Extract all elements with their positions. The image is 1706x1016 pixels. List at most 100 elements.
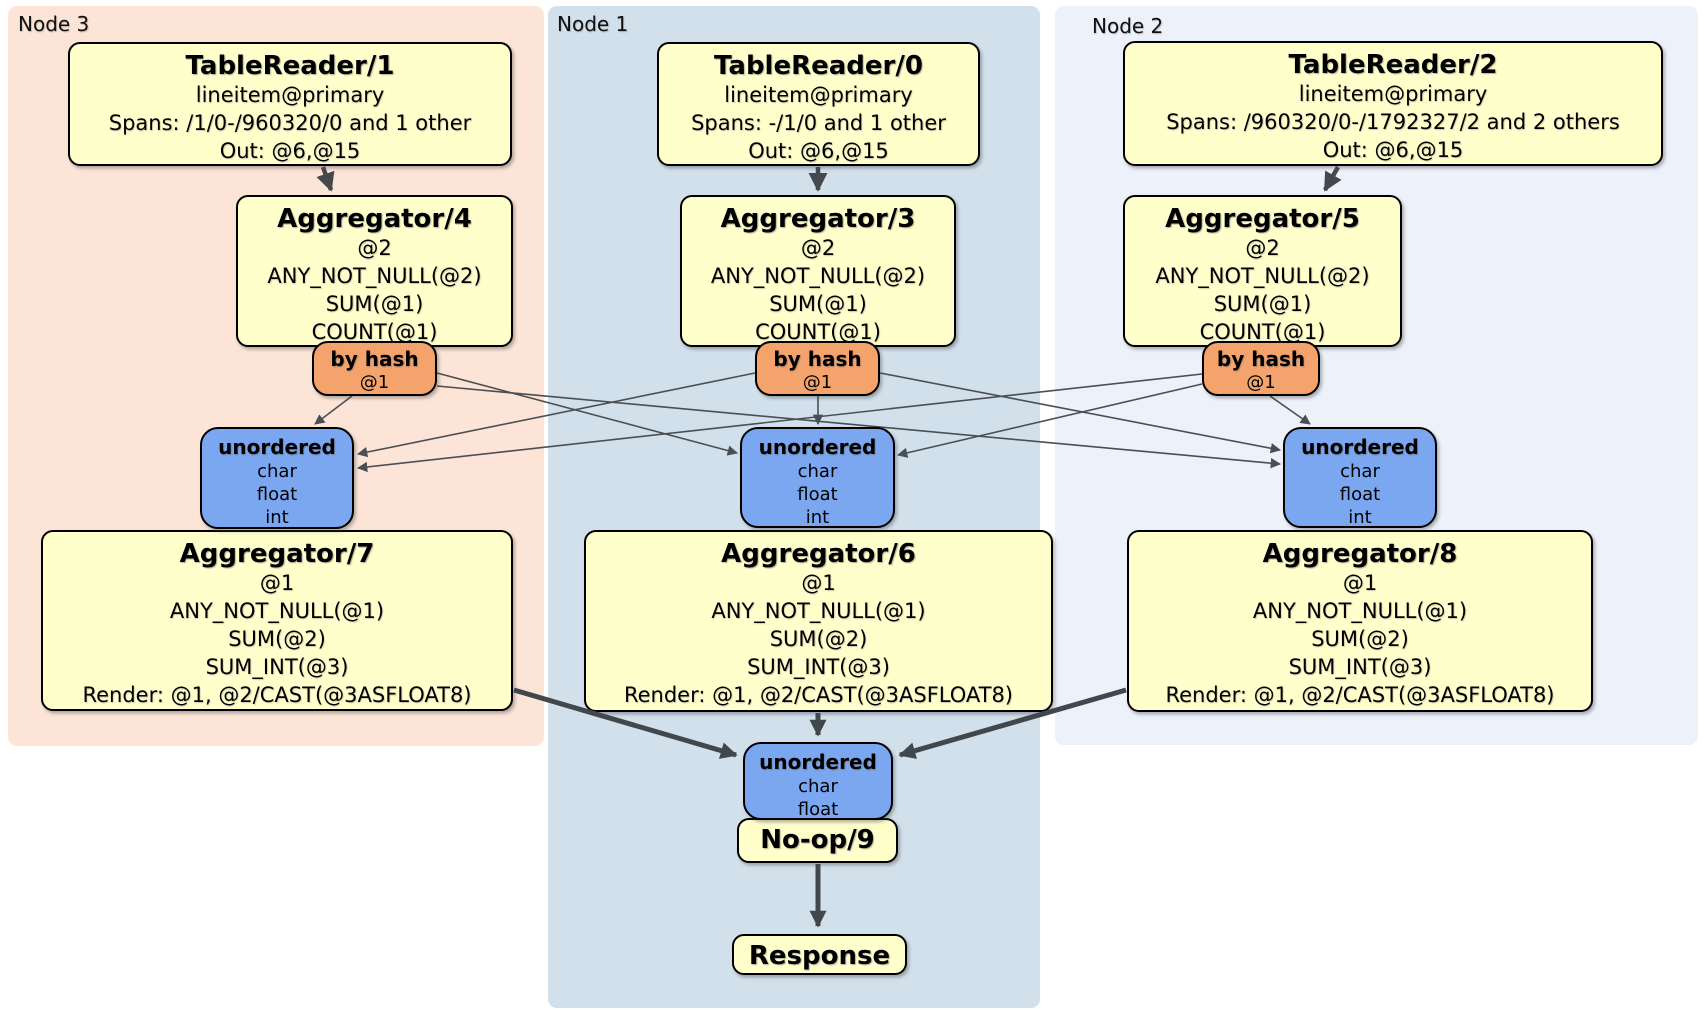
agg-func: COUNT(@1) bbox=[1199, 320, 1326, 344]
stream-title: unordered bbox=[218, 435, 336, 459]
agg-render: Render: @1, @2/CAST(@3ASFLOAT8) bbox=[623, 683, 1014, 707]
agg-func: ANY_NOT_NULL(@1) bbox=[711, 599, 926, 623]
processor-title: Aggregator/5 bbox=[1165, 204, 1360, 234]
stream-type: char bbox=[797, 461, 838, 482]
agg-func: SUM(@1) bbox=[1213, 292, 1312, 316]
stream-type: float bbox=[1339, 484, 1381, 505]
processor-title: Aggregator/8 bbox=[1262, 539, 1458, 569]
agg-group-cols: @1 bbox=[259, 571, 295, 595]
agg-func: ANY_NOT_NULL(@2) bbox=[267, 264, 482, 288]
processor-title: Response bbox=[748, 941, 891, 971]
processor-aggregator-7: Aggregator/7 @1 ANY_NOT_NULL(@1) SUM(@2)… bbox=[41, 530, 513, 711]
stream-type: char bbox=[798, 776, 838, 797]
processor-out: Out: @6,@15 bbox=[1322, 138, 1464, 162]
agg-func: ANY_NOT_NULL(@2) bbox=[710, 264, 926, 288]
stream-title: unordered bbox=[1301, 435, 1419, 459]
edge-r3-u2 bbox=[436, 385, 1282, 469]
processor-title: TableReader/2 bbox=[1288, 50, 1498, 80]
processor-aggregator-8: Aggregator/8 @1 ANY_NOT_NULL(@1) SUM(@2)… bbox=[1127, 530, 1593, 712]
edge-r3-u1 bbox=[436, 372, 739, 456]
edge-r2-u3 bbox=[356, 373, 1203, 473]
edge-tr1-agg4 bbox=[316, 166, 335, 192]
stream-unordered-node3: unordered char float int bbox=[200, 427, 354, 529]
stream-type: float bbox=[256, 484, 298, 505]
edge-agg7-u4 bbox=[513, 687, 738, 759]
router-key: @1 bbox=[802, 372, 833, 393]
stream-unordered-node1: unordered char float int bbox=[740, 427, 895, 528]
edge-r2-u2 bbox=[1269, 395, 1311, 425]
agg-func: SUM_INT(@3) bbox=[205, 655, 349, 679]
router-by-hash-node1: by hash @1 bbox=[755, 341, 880, 396]
agg-render: Render: @1, @2/CAST(@3ASFLOAT8) bbox=[1165, 683, 1555, 707]
router-by-hash-node2: by hash @1 bbox=[1202, 341, 1320, 396]
processor-spans: Spans: /1/0-/960320/0 and 1 other bbox=[108, 111, 472, 135]
agg-func: ANY_NOT_NULL(@1) bbox=[1252, 599, 1468, 623]
edge-r1-u3 bbox=[356, 372, 756, 458]
processor-title: Aggregator/6 bbox=[721, 539, 916, 569]
stream-type: char bbox=[1340, 461, 1380, 482]
processor-index: lineitem@primary bbox=[1298, 82, 1488, 106]
processor-noop-9: No-op/9 bbox=[737, 818, 898, 863]
processor-title: TableReader/0 bbox=[714, 51, 923, 81]
agg-group-cols: @2 bbox=[1245, 236, 1280, 260]
processor-tablereader-2: TableReader/2 lineitem@primary Spans: /9… bbox=[1123, 41, 1663, 166]
processor-aggregator-5: Aggregator/5 @2 ANY_NOT_NULL(@2) SUM(@1)… bbox=[1123, 195, 1402, 347]
stream-type: int bbox=[1348, 507, 1372, 528]
edge-r2-u1 bbox=[896, 383, 1203, 458]
agg-func: SUM(@2) bbox=[769, 627, 868, 651]
agg-func: SUM(@2) bbox=[1311, 627, 1409, 651]
stream-title: unordered bbox=[758, 435, 877, 459]
agg-func: SUM_INT(@3) bbox=[747, 655, 890, 679]
edge-r3-u3 bbox=[314, 395, 353, 425]
processor-spans: Spans: /960320/0-/1792327/2 and 2 others bbox=[1166, 110, 1620, 134]
agg-func: ANY_NOT_NULL(@1) bbox=[169, 599, 385, 623]
processor-aggregator-4: Aggregator/4 @2 ANY_NOT_NULL(@2) SUM(@1)… bbox=[236, 195, 513, 347]
edge-tr2-agg5 bbox=[1323, 165, 1342, 192]
processor-out: Out: @6,@15 bbox=[748, 139, 889, 163]
stream-type: int bbox=[805, 507, 830, 528]
processor-aggregator-3: Aggregator/3 @2 ANY_NOT_NULL(@2) SUM(@1)… bbox=[680, 195, 956, 347]
agg-func: SUM(@2) bbox=[228, 627, 326, 651]
stream-type: char bbox=[257, 461, 297, 482]
processor-aggregator-6: Aggregator/6 @1 ANY_NOT_NULL(@1) SUM(@2)… bbox=[584, 530, 1053, 712]
processor-out: Out: @6,@15 bbox=[219, 139, 361, 163]
agg-func: ANY_NOT_NULL(@2) bbox=[1155, 264, 1370, 288]
stream-title: unordered bbox=[759, 750, 877, 774]
node3-label: Node 3 bbox=[18, 12, 90, 36]
edge-r1-u2 bbox=[879, 372, 1282, 454]
router-title: by hash bbox=[330, 347, 419, 371]
router-key: @1 bbox=[359, 372, 390, 393]
processor-index: lineitem@primary bbox=[724, 83, 913, 107]
node2-label: Node 2 bbox=[1092, 14, 1164, 38]
agg-func: SUM_INT(@3) bbox=[1288, 655, 1432, 679]
agg-render: Render: @1, @2/CAST(@3ASFLOAT8) bbox=[82, 683, 472, 707]
stream-type: int bbox=[265, 507, 289, 528]
stream-type: float bbox=[797, 484, 838, 505]
processor-title: Aggregator/4 bbox=[277, 204, 472, 234]
processor-tablereader-1: TableReader/1 lineitem@primary Spans: /1… bbox=[68, 42, 512, 166]
processor-title: No-op/9 bbox=[760, 825, 875, 855]
agg-group-cols: @1 bbox=[1342, 571, 1378, 595]
agg-group-cols: @2 bbox=[357, 236, 392, 260]
node1-label: Node 1 bbox=[557, 12, 629, 36]
processor-response: Response bbox=[732, 934, 907, 975]
processor-title: Aggregator/7 bbox=[179, 539, 375, 569]
agg-func: SUM(@1) bbox=[769, 292, 867, 316]
router-key: @1 bbox=[1246, 372, 1276, 393]
router-title: by hash bbox=[773, 347, 862, 371]
agg-func: COUNT(@1) bbox=[311, 320, 438, 344]
edge-agg8-u4 bbox=[898, 687, 1127, 759]
processor-spans: Spans: -/1/0 and 1 other bbox=[691, 111, 946, 135]
stream-unordered-final: unordered char float bbox=[743, 742, 893, 820]
stream-unordered-node2: unordered char float int bbox=[1283, 427, 1437, 528]
router-by-hash-node3: by hash @1 bbox=[312, 341, 437, 396]
agg-group-cols: @2 bbox=[800, 236, 836, 260]
processor-title: TableReader/1 bbox=[185, 51, 395, 81]
stream-type: float bbox=[797, 799, 839, 820]
agg-group-cols: @1 bbox=[801, 571, 836, 595]
processor-title: Aggregator/3 bbox=[720, 204, 916, 234]
processor-tablereader-0: TableReader/0 lineitem@primary Spans: -/… bbox=[657, 42, 980, 166]
processor-index: lineitem@primary bbox=[195, 83, 385, 107]
